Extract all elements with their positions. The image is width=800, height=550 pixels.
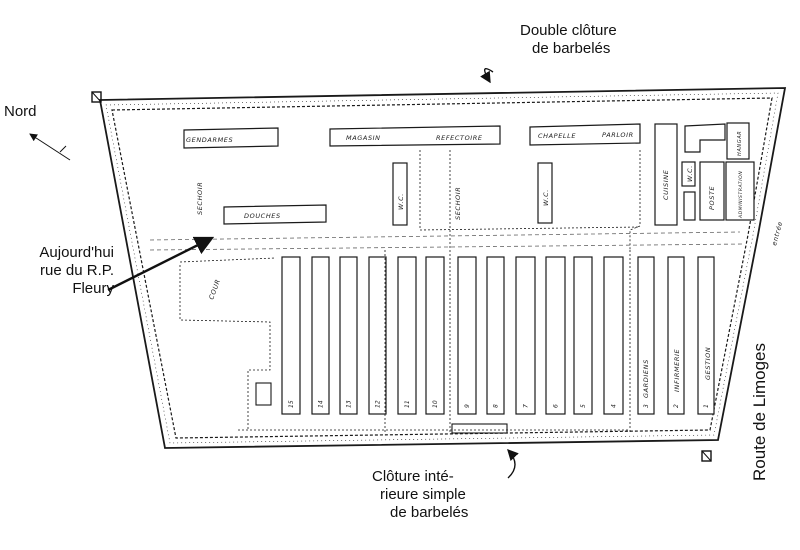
label-administration: ADMINISTRATION <box>738 171 744 219</box>
label-gendarmes: GENDARMES <box>186 136 233 144</box>
label-chapelle: CHAPELLE <box>538 132 576 140</box>
inner-fence-line-2: rieure simple <box>380 486 466 503</box>
building-gendarmes <box>183 127 279 149</box>
label-refectoire: REFECTOIRE <box>436 134 483 142</box>
building-annex <box>683 191 696 221</box>
label-cuisine: CUISINE <box>662 169 670 200</box>
barrack-4 <box>603 256 624 415</box>
barrack-13 <box>339 256 358 415</box>
barracks-row <box>281 256 715 415</box>
inner-fence <box>179 150 641 432</box>
outer-fence <box>98 87 787 449</box>
label-cour: COUR <box>207 278 222 301</box>
barrack-11 <box>397 256 417 415</box>
building-douches <box>223 204 327 225</box>
outer-fence-arrow <box>480 68 494 84</box>
barrack-number: 4 <box>611 404 618 408</box>
label-hangar: HANGAR <box>737 131 743 156</box>
outer-fence-line-1: Double clôture <box>520 22 617 39</box>
road-label: Route de Limoges <box>750 343 769 481</box>
street-arrow <box>107 236 215 292</box>
label-gardiens: GARDIENS <box>642 359 650 398</box>
barrack-number: 10 <box>432 400 439 408</box>
barrack-number: 1 <box>703 404 710 408</box>
inner-fence-line-1: Clôture inté- <box>372 468 454 485</box>
barrack-8 <box>486 256 505 415</box>
street-line-1: Aujourd'hui <box>39 244 114 261</box>
barrack-number: 11 <box>404 400 411 408</box>
outer-fence-label: Double clôture de barbelés <box>520 22 617 58</box>
label-douches: DOUCHES <box>244 212 281 220</box>
street-line-2: rue du R.P. <box>40 262 114 279</box>
barrack-1 <box>697 256 715 415</box>
north-buildings <box>183 122 755 226</box>
barrack-number: 6 <box>553 404 560 408</box>
small-hut <box>255 382 272 406</box>
barrack-3 <box>637 256 655 415</box>
street-line-3: Fleury <box>72 280 114 297</box>
building-cuisine <box>654 123 678 226</box>
label-wc-2: W.C. <box>542 189 550 206</box>
label-infirmerie: INFIRMERIE <box>673 349 681 392</box>
barrack-number: 14 <box>318 400 325 408</box>
barrack-number: 15 <box>288 400 295 408</box>
barrack-15 <box>281 256 301 415</box>
barrack-number: 3 <box>643 404 650 408</box>
label-entree: entrée <box>770 220 784 246</box>
north-arrow <box>29 133 71 161</box>
corner-post-nw <box>91 91 102 103</box>
barrack-number: 8 <box>493 404 500 408</box>
north-arrow-tick <box>59 145 67 153</box>
label-wc-3: W.C. <box>686 165 694 182</box>
label-magasin: MAGASIN <box>346 134 381 142</box>
barrack-number: 7 <box>523 404 530 408</box>
building-chapelle-parloir <box>529 123 641 146</box>
building-hangar <box>726 122 750 160</box>
barrack-7 <box>515 256 536 415</box>
inner-fence-arrow <box>507 448 519 479</box>
building-l <box>684 123 726 153</box>
barrack-2 <box>667 256 685 415</box>
barrack-5 <box>573 256 593 415</box>
label-poste: POSTE <box>708 185 716 210</box>
inner-fence-line-3: de barbelés <box>390 504 469 521</box>
barrack-12 <box>368 256 387 415</box>
barrack-10 <box>425 256 445 415</box>
barrack-14 <box>311 256 330 415</box>
barrack-number: 9 <box>464 404 471 408</box>
barrack-number: 2 <box>673 404 680 408</box>
barrack-9 <box>457 256 477 415</box>
inner-fence-label: Clôture inté- rieure simple de barbelés <box>362 468 502 522</box>
building-administration <box>725 161 755 221</box>
barrack-number: 13 <box>346 400 353 408</box>
barrack-number: 5 <box>580 404 587 408</box>
corner-post-se <box>701 450 712 462</box>
north-label: Nord <box>4 103 37 120</box>
label-gestion: GESTION <box>704 347 712 380</box>
label-parloir: PARLOIR <box>602 131 634 139</box>
building-wc-2 <box>537 162 553 224</box>
gate-structure <box>451 423 508 434</box>
building-poste <box>699 161 725 221</box>
label-wc-1: W.C. <box>397 193 405 210</box>
barrack-number: 12 <box>375 400 382 408</box>
outer-fence-line-2: de barbelés <box>532 40 611 57</box>
label-sechoir-left: SECHOIR <box>196 182 204 215</box>
street-path <box>149 231 746 251</box>
label-sechoir-mid: SECHOIR <box>454 187 462 220</box>
barrack-6 <box>545 256 566 415</box>
building-wc-3 <box>681 161 696 187</box>
building-magasin-refectoire <box>329 125 501 147</box>
street-label: Aujourd'hui rue du R.P. Fleury <box>22 244 114 298</box>
building-wc-1 <box>392 162 408 226</box>
